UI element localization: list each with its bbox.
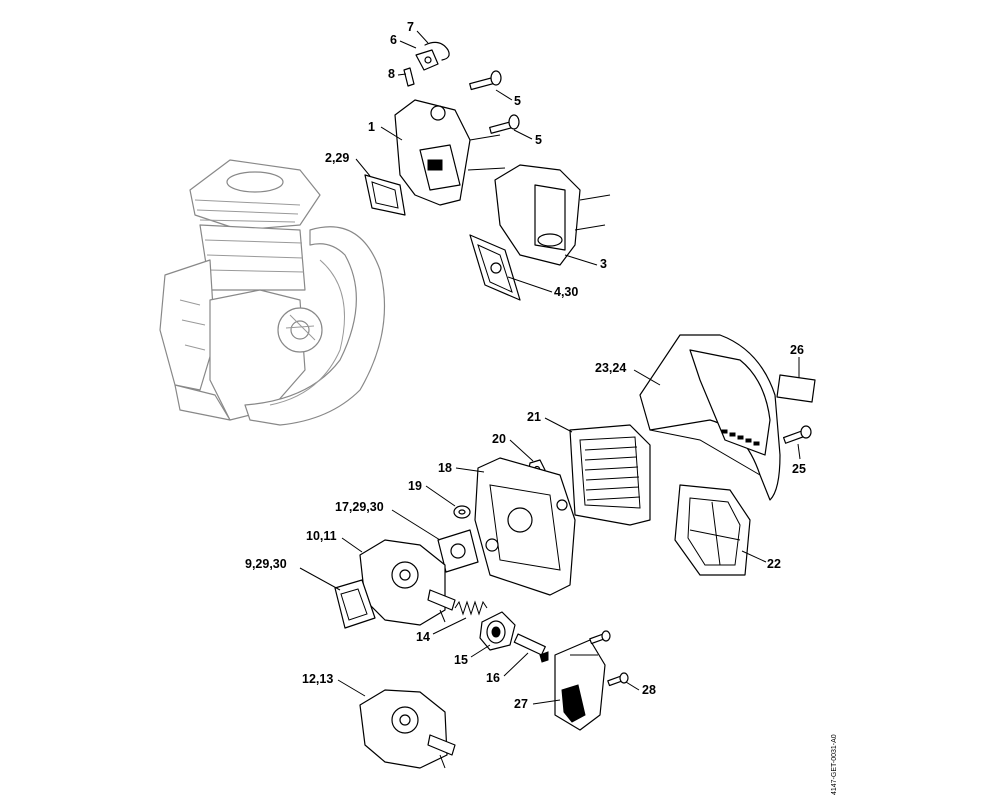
label-27: 27 bbox=[514, 697, 528, 711]
label-23-24: 23,24 bbox=[595, 361, 626, 375]
part-27-choke-housing bbox=[554, 639, 606, 731]
part-5-screw-upper bbox=[469, 70, 502, 91]
label-9-29-30: 9,29,30 bbox=[245, 557, 287, 571]
part-16-choke-shaft bbox=[513, 633, 549, 663]
part-18-filter-base bbox=[474, 457, 576, 596]
part-8-pin bbox=[403, 67, 415, 87]
part-21-air-filter bbox=[569, 424, 651, 526]
part-15-sleeve bbox=[479, 611, 516, 651]
label-28: 28 bbox=[642, 683, 656, 697]
label-25: 25 bbox=[792, 462, 806, 476]
part-2-29-gasket bbox=[364, 174, 406, 216]
label-22: 22 bbox=[767, 557, 781, 571]
part-26-label bbox=[776, 374, 816, 403]
label-20: 20 bbox=[492, 432, 506, 446]
label-8: 8 bbox=[388, 67, 395, 81]
label-16: 16 bbox=[486, 671, 500, 685]
part-25-screw bbox=[782, 425, 812, 444]
part-7-spring bbox=[424, 41, 450, 61]
document-code: 4147-GET-0031-A0 bbox=[831, 734, 838, 795]
part-28-screw-lower bbox=[607, 672, 629, 687]
part-4-30-gasket bbox=[469, 234, 521, 301]
part-17-gasket bbox=[437, 529, 479, 573]
label-12-13: 12,13 bbox=[302, 672, 333, 686]
leader-lines bbox=[299, 30, 801, 705]
label-6: 6 bbox=[390, 33, 397, 47]
cover-vent-slots bbox=[721, 429, 760, 446]
label-3: 3 bbox=[600, 257, 607, 271]
label-26: 26 bbox=[790, 343, 804, 357]
part-9-29-30-gasket bbox=[334, 579, 376, 629]
label-2-29: 2,29 bbox=[325, 151, 349, 165]
part-1-flange-upper bbox=[394, 99, 506, 206]
part-6-lever bbox=[415, 49, 439, 71]
part-19-grommet bbox=[453, 505, 471, 519]
label-7: 7 bbox=[407, 20, 414, 34]
label-14: 14 bbox=[416, 630, 430, 644]
label-18: 18 bbox=[438, 461, 452, 475]
engine-block-drawing bbox=[159, 159, 386, 426]
label-10-11: 10,11 bbox=[306, 529, 337, 543]
part-3-intake-flange bbox=[494, 164, 611, 266]
part-12-13-carburetor bbox=[359, 689, 456, 769]
part-5-screw-lower bbox=[489, 114, 520, 134]
part-labels: 7 6 8 5 1 5 2,29 3 4,30 26 23,24 21 20 2… bbox=[245, 20, 806, 711]
label-4-30: 4,30 bbox=[554, 285, 578, 299]
label-17-29-30: 17,29,30 bbox=[335, 500, 384, 514]
label-19: 19 bbox=[408, 479, 422, 493]
label-21: 21 bbox=[527, 410, 541, 424]
part-28-screw-upper bbox=[589, 630, 611, 645]
label-5-upper: 5 bbox=[514, 94, 521, 108]
label-1: 1 bbox=[368, 120, 375, 134]
label-15: 15 bbox=[454, 653, 468, 667]
part-22-pre-filter bbox=[674, 484, 751, 576]
part-23-24-filter-cover bbox=[639, 334, 781, 501]
label-5-lower: 5 bbox=[535, 133, 542, 147]
part-14-spring bbox=[454, 600, 488, 616]
